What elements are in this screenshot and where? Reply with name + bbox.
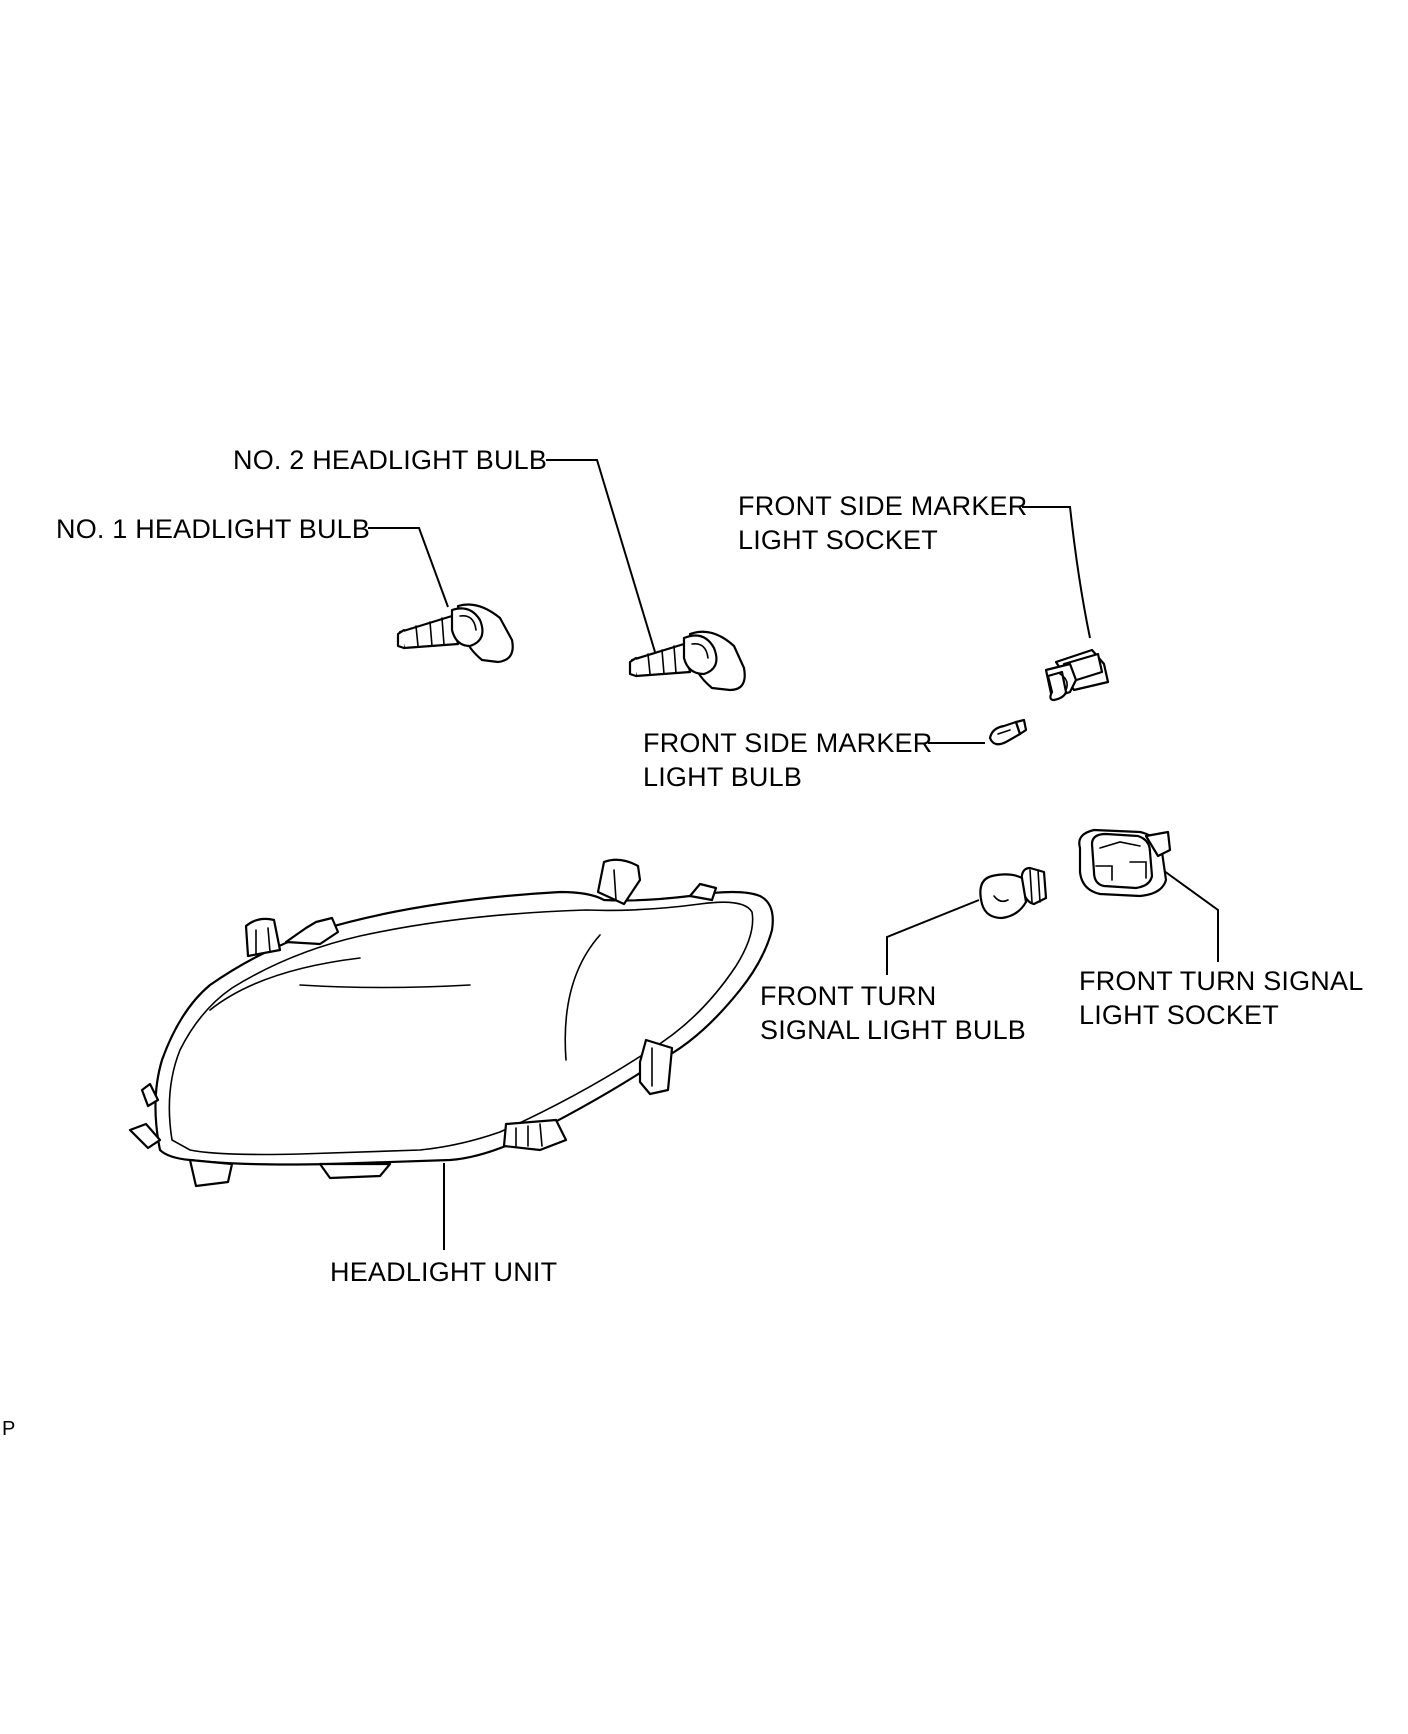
- front-turn-signal-socket-label-line1: FRONT TURN SIGNAL: [1079, 966, 1364, 996]
- front-side-marker-socket-drawing: [1044, 648, 1110, 702]
- front-turn-signal-bulb-drawing: [979, 866, 1048, 920]
- leader-front-turn-signal-socket: [1159, 867, 1219, 962]
- front-side-marker-bulb-drawing: [988, 718, 1028, 746]
- front-turn-signal-bulb-label: FRONT TURN SIGNAL LIGHT BULB: [760, 979, 1026, 1047]
- no1-headlight-bulb-drawing: [396, 603, 514, 664]
- front-turn-signal-bulb-label-line1: FRONT TURN: [760, 981, 937, 1011]
- front-turn-signal-bulb-label-line2: SIGNAL LIGHT BULB: [760, 1015, 1026, 1045]
- no2-headlight-bulb-drawing: [628, 630, 746, 692]
- leader-front-side-marker-socket: [1022, 506, 1091, 639]
- front-side-marker-socket-label-line1: FRONT SIDE MARKER: [738, 491, 1028, 521]
- corner-mark: P: [2, 1418, 16, 1440]
- front-turn-signal-socket-label-line2: LIGHT SOCKET: [1079, 1000, 1279, 1030]
- front-turn-signal-socket-drawing: [1078, 828, 1172, 898]
- front-side-marker-socket-label-line2: LIGHT SOCKET: [738, 525, 938, 555]
- no2-headlight-bulb-label: NO. 2 HEADLIGHT BULB: [233, 445, 548, 475]
- front-turn-signal-socket-label: FRONT TURN SIGNAL LIGHT SOCKET: [1079, 964, 1363, 1032]
- leader-no2-headlight-bulb: [546, 459, 656, 653]
- headlight-unit-drawing: [128, 858, 774, 1188]
- front-side-marker-bulb-label: FRONT SIDE MARKER LIGHT BULB: [643, 726, 932, 794]
- front-side-marker-bulb-label-line2: LIGHT BULB: [643, 762, 803, 792]
- front-side-marker-bulb-label-line1: FRONT SIDE MARKER: [643, 728, 933, 758]
- no1-headlight-bulb-label: NO. 1 HEADLIGHT BULB: [56, 514, 371, 544]
- front-side-marker-socket-label: FRONT SIDE MARKER LIGHT SOCKET: [738, 489, 1027, 557]
- leader-front-turn-signal-bulb: [886, 899, 980, 975]
- headlight-unit-label: HEADLIGHT UNIT: [330, 1257, 558, 1287]
- leader-no1-headlight-bulb: [368, 527, 449, 608]
